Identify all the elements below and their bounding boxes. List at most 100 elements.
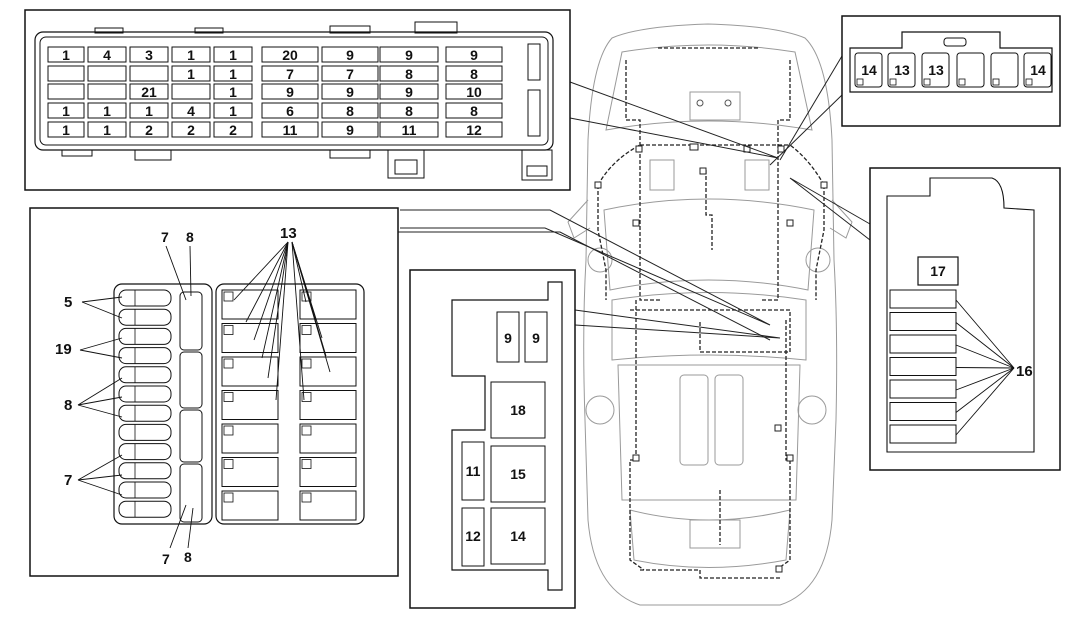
fuse-cell-label: 1 [145, 103, 153, 119]
fuse-cell [129, 83, 169, 100]
relay-slot [221, 423, 279, 454]
relay-slot [299, 390, 357, 420]
label-5: 5 [64, 294, 72, 311]
fuse-cell [445, 46, 503, 63]
fuse-cell [213, 121, 253, 138]
callout-leader-lines [398, 55, 871, 341]
label-7-side: 7 [64, 472, 72, 489]
relay-fuse-panel-middle: 9 9 18 11 15 12 14 [409, 269, 576, 609]
connector-slot-label: 13 [928, 62, 944, 78]
label-leader [291, 241, 307, 303]
fuse-cell-label: 1 [229, 66, 237, 82]
fuse-cell-label: 2 [187, 122, 195, 138]
relay-slot [299, 289, 357, 320]
relay-slot [221, 356, 279, 387]
fuse-cell-label: 1 [103, 122, 111, 138]
connector-key [889, 78, 897, 86]
label-leader [253, 241, 289, 341]
label-leader [77, 474, 123, 481]
fuse-cell [445, 83, 503, 100]
relay-14: 14 [510, 528, 526, 544]
fuse-cell [47, 65, 85, 82]
fuse-cell [261, 121, 319, 138]
label-leader [955, 367, 1015, 436]
connector-slot [854, 52, 883, 88]
label-leader [955, 367, 1015, 413]
label-leader [245, 241, 289, 323]
fuse-cell-label: 8 [470, 66, 478, 82]
relay-fuse-panel-left: 7 8 13 5 19 8 7 7 8 [29, 207, 399, 577]
connector-key [856, 78, 864, 86]
fuse-cell [87, 65, 127, 82]
label-leader [261, 241, 289, 359]
fuse-cell-label: 4 [187, 103, 195, 119]
fuse-slot [889, 334, 957, 354]
fuse-slot [118, 385, 172, 403]
fuse-cell-label: 1 [62, 47, 70, 63]
fuse-9-left: 9 [504, 330, 512, 346]
fuse-cell-label: 8 [405, 66, 413, 82]
connector-key [923, 78, 931, 86]
fuse-cell [321, 121, 379, 138]
fuse-cell [321, 46, 379, 63]
connector-key [992, 78, 1000, 86]
relay-slot-key [301, 392, 312, 402]
fuse-cell [171, 83, 211, 100]
fuse-slot [118, 423, 172, 441]
fuse-slot [118, 462, 172, 480]
label-leader [291, 241, 331, 373]
fuse-cell-label: 12 [466, 122, 482, 138]
fuse-cell [87, 102, 127, 119]
relay-slot-key [223, 459, 234, 469]
label-leader [275, 241, 289, 401]
fuse-cell [47, 121, 85, 138]
fuse-cell-label: 9 [405, 47, 413, 63]
label-leader [955, 367, 1015, 369]
relay-slot-key [301, 459, 312, 469]
connector-key [958, 78, 966, 86]
relay-slot [221, 390, 279, 420]
relay-slot [299, 457, 357, 487]
tall-fuse-slot [179, 291, 203, 351]
connector-slot-label: 13 [894, 62, 910, 78]
fuse-slot [889, 312, 957, 331]
relay-slot [299, 490, 357, 521]
fuse-cell [261, 65, 319, 82]
fuse-cell [321, 65, 379, 82]
label-leader [79, 349, 123, 359]
fuse-cell [171, 65, 211, 82]
label-leader [165, 245, 187, 301]
fuse-cell-label: 9 [346, 84, 354, 100]
connector-slot [887, 52, 916, 88]
relay-fuse-panel-right: 17 16 [869, 167, 1061, 471]
connector-slot-label: 14 [861, 62, 877, 78]
label-8-side: 8 [64, 397, 72, 414]
tall-fuse-slot [179, 409, 203, 463]
fuse-slot [118, 308, 172, 326]
fuse-cell-label: 2 [229, 122, 237, 138]
relay-slot-key [223, 325, 234, 335]
relay-slot-key [223, 291, 234, 302]
connector-slot [921, 52, 950, 88]
wiring-harness [597, 47, 825, 579]
fuse-cell [379, 46, 439, 63]
fuse-cell-label: 7 [346, 66, 354, 82]
fuse-slot [118, 366, 172, 384]
label-leader [233, 241, 289, 301]
fuse-cell-label: 1 [187, 66, 195, 82]
fuse-cell [213, 102, 253, 119]
label-8-bottom: 8 [184, 549, 192, 565]
label-leader [955, 367, 1015, 391]
fuse-12: 12 [465, 528, 481, 544]
label-leader [77, 404, 123, 418]
fuse-cell [171, 102, 211, 119]
fuse-cell [171, 121, 211, 138]
fuse-slot [889, 379, 957, 399]
fuse-cell-label: 7 [286, 66, 294, 82]
relay-slot [299, 356, 357, 387]
fuse-cell-label: 9 [346, 122, 354, 138]
fuse-cell-label: 1 [62, 103, 70, 119]
